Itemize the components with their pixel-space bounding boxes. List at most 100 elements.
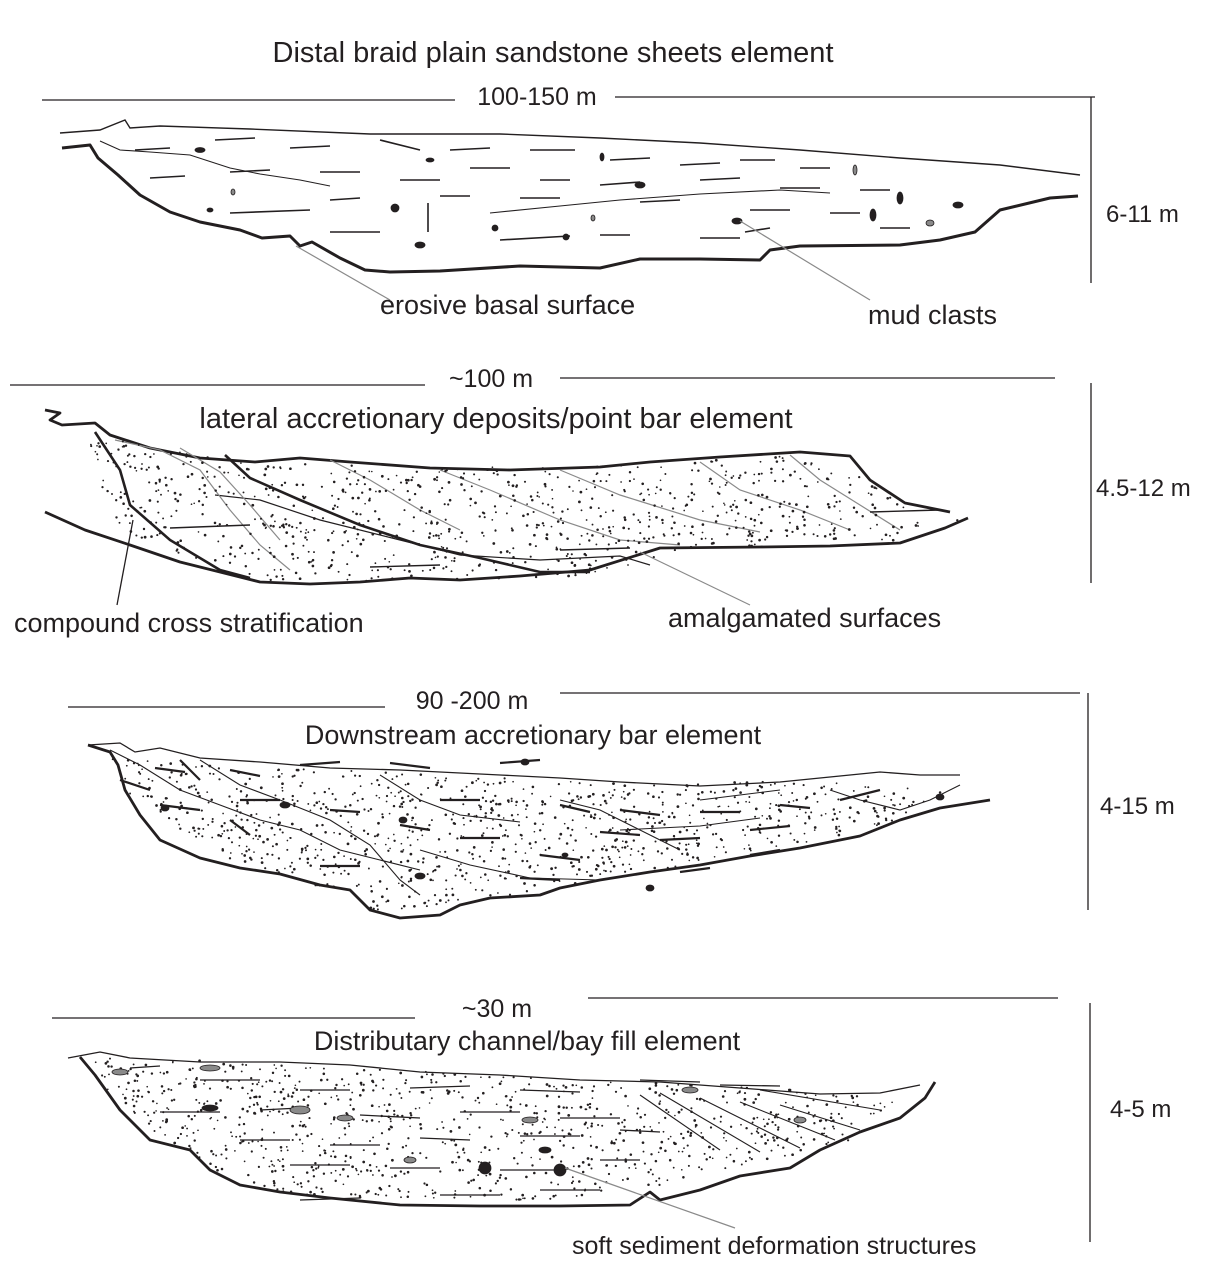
sand-grain-dot (456, 868, 458, 870)
sand-grain-dot (407, 795, 409, 797)
sand-grain-dot (802, 1143, 805, 1146)
sand-grain-dot (235, 826, 237, 828)
sand-grain-dot (495, 511, 497, 513)
sand-grain-dot (324, 1102, 327, 1105)
sand-grain-dot (813, 792, 816, 795)
sand-grain-dot (541, 812, 544, 815)
sand-grain-dot (378, 1106, 380, 1108)
sand-grain-dot (282, 1190, 284, 1192)
sand-grain-dot (853, 506, 855, 508)
panel-1-sandstone-body (62, 145, 1078, 272)
sand-grain-dot (255, 829, 258, 832)
sand-grain-dot (871, 485, 874, 488)
sand-grain-dot (256, 813, 258, 815)
sand-grain-dot (388, 1103, 391, 1106)
sand-grain-dot (332, 1150, 334, 1152)
sand-grain-dot (133, 1063, 135, 1065)
sand-grain-dot (851, 1097, 854, 1100)
sand-grain-dot (838, 1113, 840, 1115)
sand-grain-dot (144, 1111, 146, 1113)
sand-grain-dot (393, 554, 395, 556)
sand-grain-dot (263, 524, 266, 527)
sand-grain-dot (676, 793, 678, 795)
sand-grain-dot (612, 794, 614, 796)
sand-grain-dot (773, 1139, 776, 1142)
sand-grain-dot (558, 1119, 560, 1121)
sand-grain-dot (198, 828, 200, 830)
sand-grain-dot (361, 798, 363, 800)
sand-grain-dot (769, 817, 772, 820)
sand-grain-dot (590, 833, 592, 835)
sand-grain-dot (202, 828, 204, 830)
sand-grain-dot (506, 550, 509, 553)
sand-grain-dot (535, 841, 537, 843)
sand-grain-dot (536, 524, 538, 526)
sand-grain-dot (493, 472, 495, 474)
sand-grain-dot (544, 483, 547, 486)
sand-grain-dot (579, 467, 581, 469)
sand-grain-dot (896, 532, 898, 534)
sand-grain-dot (122, 502, 125, 505)
sand-grain-dot (702, 510, 704, 512)
sand-grain-dot (273, 466, 275, 468)
sand-grain-dot (408, 563, 410, 565)
sand-grain-dot (712, 506, 714, 508)
sand-grain-dot (515, 1091, 517, 1093)
sand-grain-dot (201, 765, 203, 767)
sand-grain-dot (317, 1167, 319, 1169)
sand-grain-dot (456, 849, 459, 852)
sand-grain-dot (254, 496, 256, 498)
sand-grain-dot (618, 850, 620, 852)
sand-grain-dot (408, 1191, 410, 1193)
sand-grain-dot (272, 489, 274, 491)
sand-grain-dot (610, 1113, 612, 1115)
sand-grain-dot (485, 800, 487, 802)
sand-grain-dot (287, 1095, 289, 1097)
sand-grain-dot (750, 540, 752, 542)
sand-grain-dot (417, 839, 419, 841)
sand-grain-dot (840, 518, 842, 520)
sand-grain-dot (575, 573, 577, 575)
sand-grain-dot (109, 1058, 111, 1060)
sand-grain-dot (186, 1135, 188, 1137)
sand-grain-dot (275, 794, 277, 796)
sand-grain-dot (305, 496, 307, 498)
sand-grain-dot (130, 515, 133, 518)
sand-grain-dot (598, 507, 600, 509)
sand-grain-dot (351, 826, 353, 828)
sand-grain-dot (620, 481, 622, 483)
sand-grain-dot (591, 1122, 593, 1124)
sand-grain-dot (633, 540, 635, 542)
sand-grain-dot (739, 791, 742, 794)
sand-grain-dot (158, 489, 160, 491)
sand-grain-dot (338, 571, 340, 573)
sand-grain-dot (245, 850, 247, 852)
sand-grain-dot (464, 878, 466, 880)
sand-grain-dot (848, 491, 850, 493)
sand-grain-dot (546, 1083, 549, 1086)
sand-grain-dot (253, 851, 255, 853)
sand-grain-dot (302, 1150, 304, 1152)
sand-grain-dot (375, 1193, 377, 1195)
sand-grain-dot (399, 805, 401, 807)
sand-grain-dot (482, 1092, 485, 1095)
sand-grain-dot (289, 865, 291, 867)
sand-grain-dot (272, 1072, 274, 1074)
sand-grain-dot (760, 522, 763, 525)
sand-grain-dot (382, 866, 384, 868)
sand-grain-dot (248, 848, 250, 850)
sand-grain-dot (688, 860, 690, 862)
sand-grain-dot (185, 456, 187, 458)
sand-grain-dot (147, 1114, 149, 1116)
sand-grain-dot (435, 1081, 437, 1083)
sand-grain-dot (391, 778, 393, 780)
sand-grain-dot (687, 1130, 690, 1133)
sand-grain-dot (578, 861, 580, 863)
sand-grain-dot (305, 529, 307, 531)
panel-1-thickness-label: 6-11 m (1106, 203, 1179, 227)
sand-grain-dot (512, 494, 515, 497)
sand-grain-dot (567, 575, 570, 578)
sand-grain-dot (384, 540, 386, 542)
sand-grain-dot (783, 501, 785, 503)
